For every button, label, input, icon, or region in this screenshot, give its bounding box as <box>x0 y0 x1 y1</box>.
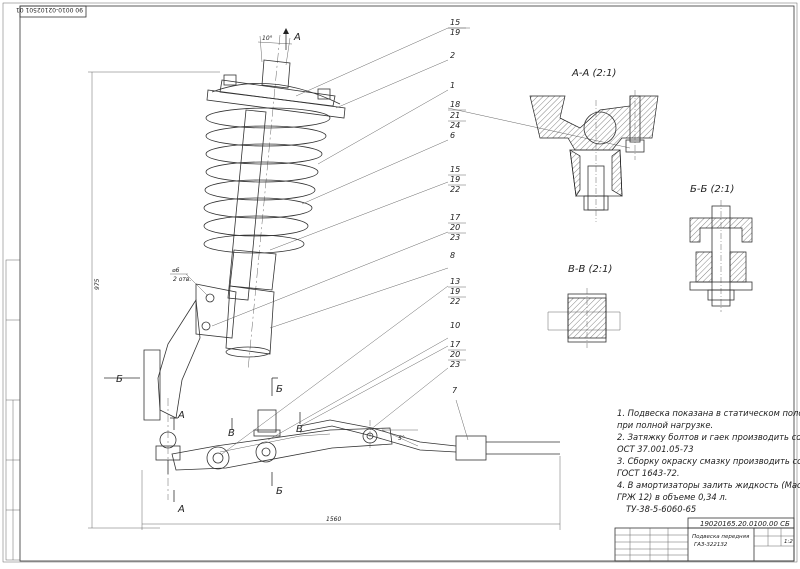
section-mark-a-low: А <box>177 504 185 515</box>
section-mark-b-left: Б <box>116 374 123 385</box>
dimension-height: 975 <box>88 71 220 529</box>
callout-23a: 23 <box>450 233 460 242</box>
section-b-b: Б-Б (2:1) <box>689 184 753 312</box>
dimension-length: 1560 <box>141 456 561 530</box>
callout-24: 24 <box>450 121 460 130</box>
callout-22b: 22 <box>450 297 460 306</box>
dim-height-text: 975 <box>94 278 101 290</box>
section-b-b-title: Б-Б (2:1) <box>690 184 734 195</box>
title-line-2: ГАЗ-322132 <box>694 542 728 548</box>
section-a-a-title: А-А (2:1) <box>571 68 616 79</box>
note-line-7: 4. В амортизаторы залить жидкость (Масло <box>617 480 800 490</box>
stamp-number-text: 90 0010-02102501 01 <box>16 6 83 13</box>
callout-19a: 19 <box>450 28 460 37</box>
callout-6: 6 <box>450 131 455 140</box>
technical-notes: 1. Подвеска показана в статическом полож… <box>617 408 800 514</box>
left-margin-table <box>5 259 21 561</box>
section-v-v: В-В (2:1) <box>547 264 621 348</box>
note-line-1: 1. Подвеска показана в статическом полож… <box>617 408 800 418</box>
callout-1: 1 <box>450 81 455 90</box>
section-mark-b-up: Б <box>276 384 283 395</box>
callout-2: 2 <box>450 51 455 60</box>
section-mark-b-down: Б <box>276 486 283 497</box>
callout-labels: 15 19 2 1 18 21 24 6 15 19 22 17 20 23 8… <box>448 18 466 395</box>
callout-7: 7 <box>452 386 458 395</box>
rotated-stamp: 90 0010-02102501 01 <box>16 5 87 18</box>
callout-23b: 23 <box>450 360 460 369</box>
section-mark-v-left: В <box>228 428 235 439</box>
angle-right-label: 5° <box>398 435 405 442</box>
callout-20a: 20 <box>450 223 460 232</box>
callout-15a: 15 <box>450 18 460 27</box>
hole-note-dia: ⌀6 <box>172 267 180 274</box>
section-mark-a-top: А <box>293 32 301 43</box>
hole-note-count: 2 отв. <box>173 276 191 283</box>
callout-19b: 19 <box>450 175 460 184</box>
callout-20b: 20 <box>450 350 460 359</box>
section-mark-a-mid: А <box>177 410 185 421</box>
section-mark-v-right: В <box>296 424 303 435</box>
callout-17b: 17 <box>450 340 461 349</box>
callout-15b: 15 <box>450 165 460 174</box>
note-line-5: 3. Сборку окраску смазку производить сог… <box>617 456 800 466</box>
title-line-1: Подвеска передняя <box>692 534 750 540</box>
callout-22a: 22 <box>450 185 460 194</box>
main-assembly-view: 10° А ⌀6 2 отв. <box>104 28 560 515</box>
doc-code: 19020165.20.0100.00 СБ <box>700 520 790 528</box>
callout-18: 18 <box>450 100 460 109</box>
section-v-v-title: В-В (2:1) <box>568 264 612 275</box>
callout-21: 21 <box>450 111 460 120</box>
note-line-4: ОСТ 37.001.05-73 <box>617 444 694 454</box>
note-line-2: при полной нагрузке. <box>617 420 713 430</box>
sheet-scale: 1:2 <box>784 539 793 545</box>
title-block: 19020165.20.0100.00 СБ Подвеска передняя… <box>614 517 795 562</box>
callout-leaders <box>211 27 631 455</box>
callout-8: 8 <box>450 251 455 260</box>
note-line-8: ГРЖ 12) в объеме 0,34 л. <box>617 492 727 502</box>
callout-10: 10 <box>450 321 460 330</box>
note-line-3: 2. Затяжку болтов и гаек производить сог… <box>617 432 800 442</box>
callout-13: 13 <box>450 277 460 286</box>
callout-17a: 17 <box>450 213 461 222</box>
note-line-9: ТУ-38-5-6060-65 <box>626 504 696 514</box>
section-a-a: А-А (2:1) <box>529 68 659 222</box>
callout-19c: 19 <box>450 287 460 296</box>
dim-length-text: 1560 <box>326 516 341 523</box>
angle-top-label: 10° <box>262 35 273 42</box>
note-line-6: ГОСТ 1643-72. <box>617 468 680 478</box>
